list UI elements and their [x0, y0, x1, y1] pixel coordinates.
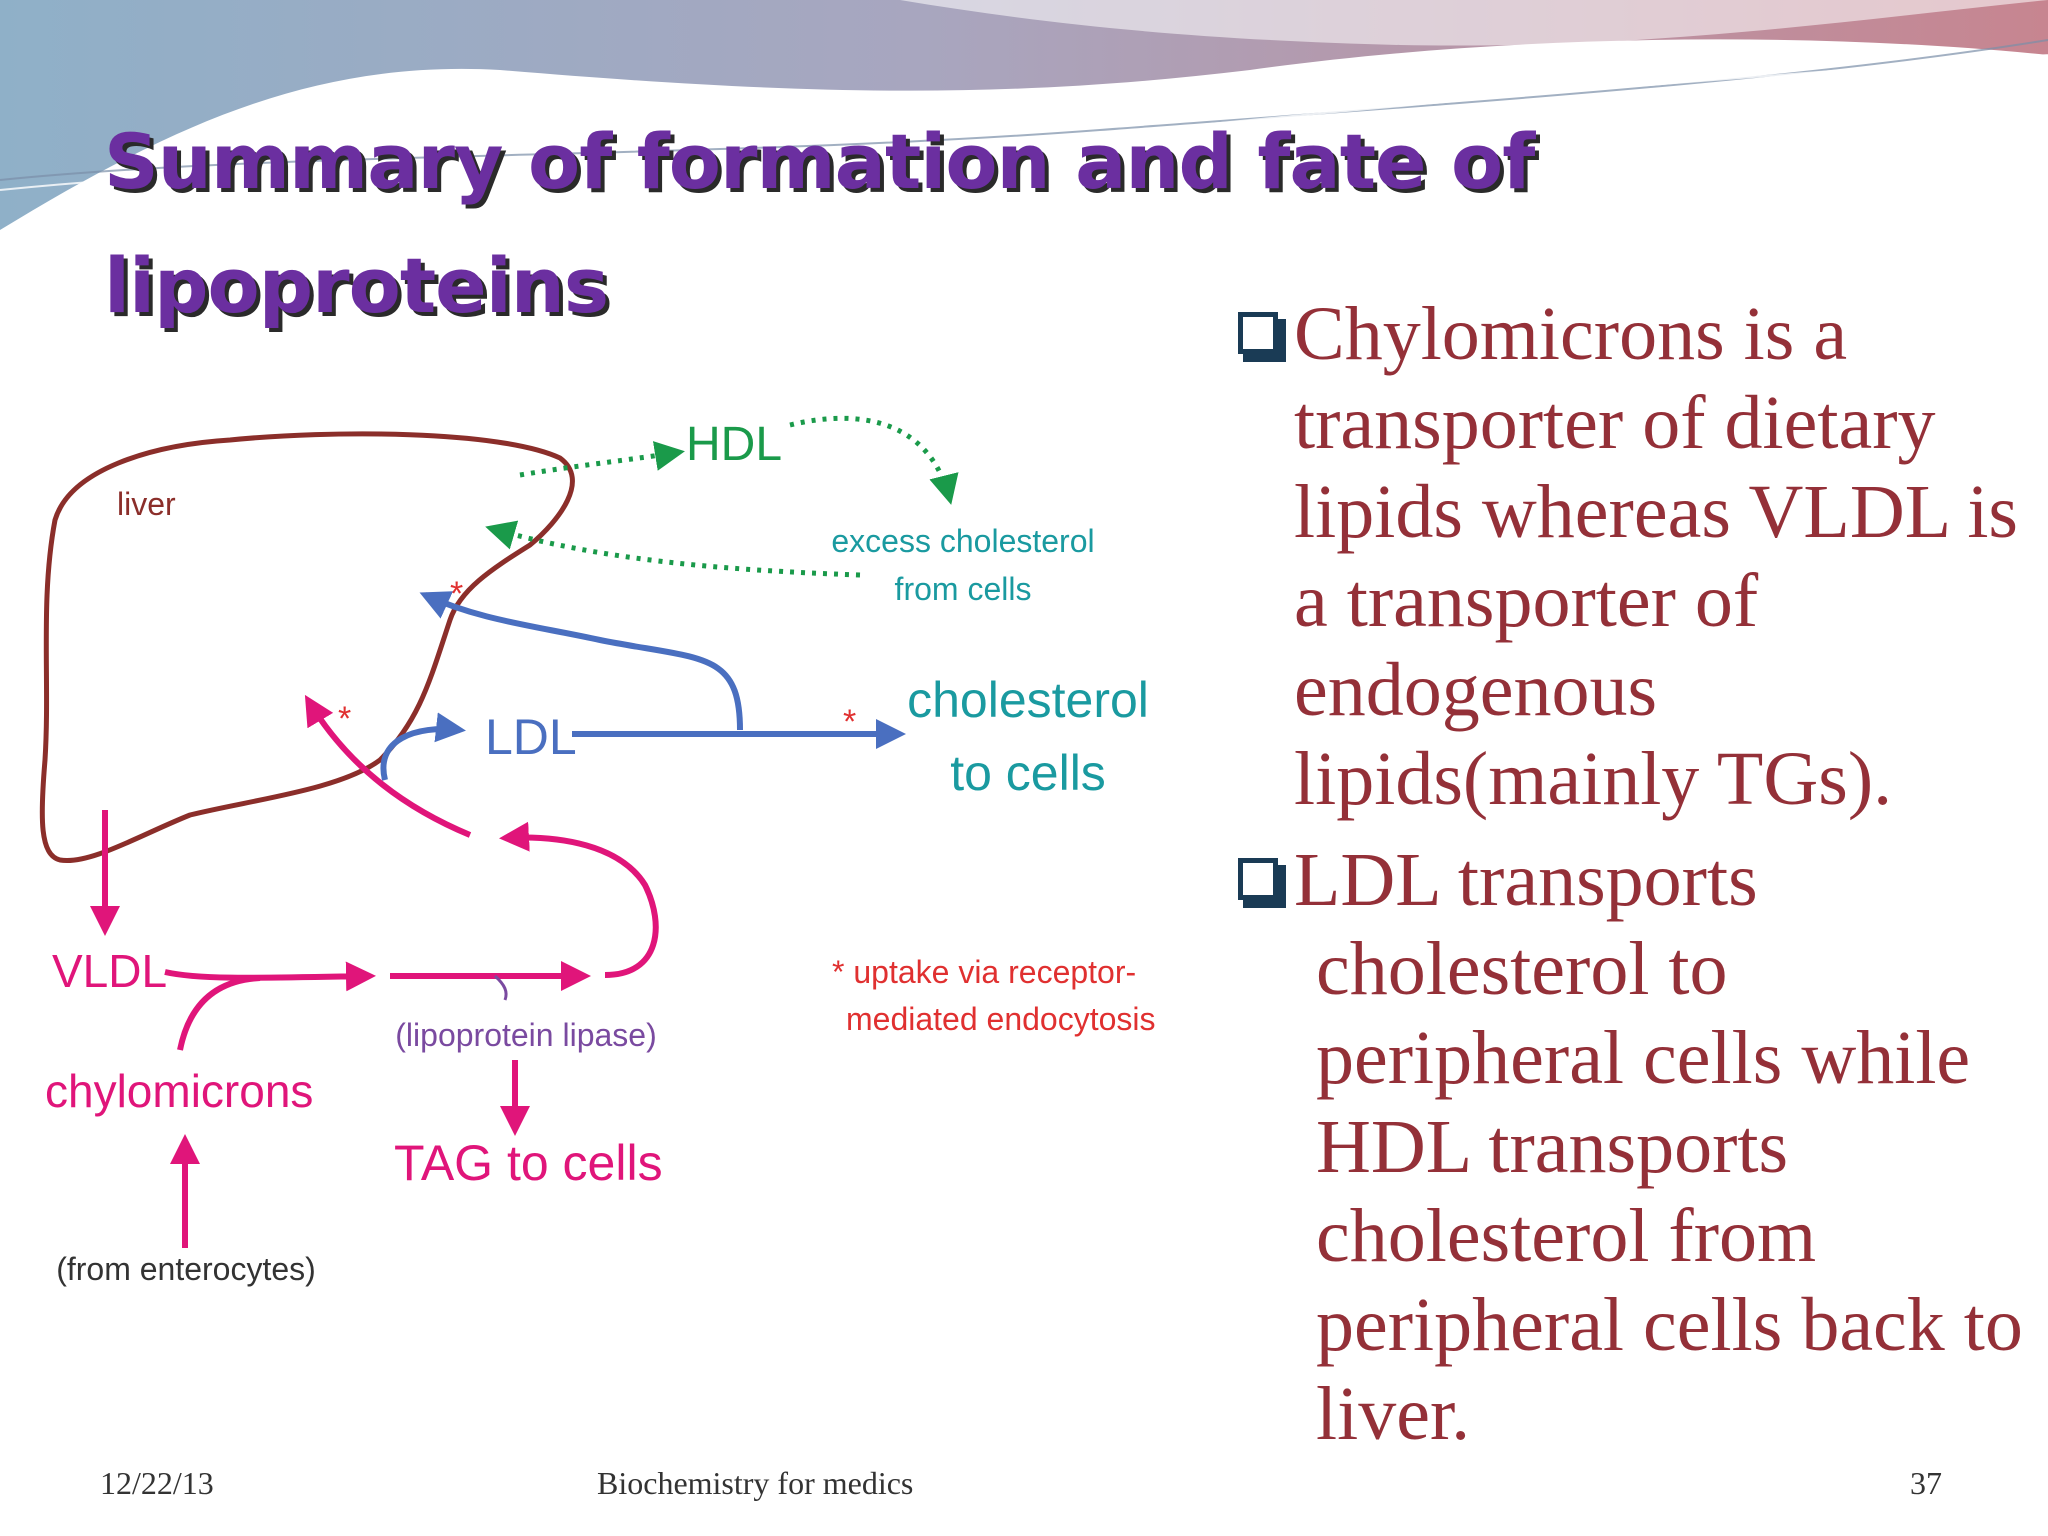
footer-page-number: 37: [1910, 1465, 1942, 1501]
excess-to-liver-arrow: [485, 520, 861, 578]
bullet-item-chylomicrons: Chylomicrons is a transporter of dietary…: [1230, 290, 2030, 824]
from-enterocytes-label: (from enterocytes): [56, 1251, 316, 1287]
checkbox-bullet-icon: [1238, 858, 1286, 908]
bullet-text: LDL transports cholesterol to peripheral…: [1294, 838, 2023, 1456]
hdl-out-arrow: [519, 441, 685, 478]
uptake-note-line-2: mediated endocytosis: [846, 1001, 1156, 1037]
ldl-to-liver-arrow: [419, 591, 743, 731]
tag-to-cells-label: TAG to cells: [394, 1135, 663, 1191]
chylomicrons-merge-line: [177, 975, 261, 1051]
slide-title: Summary of formation and fate of lipopro…: [104, 117, 1535, 330]
asterisk-cells: *: [843, 703, 856, 741]
asterisk-liver-ldl: *: [450, 575, 463, 613]
header-banner: [0, 0, 2048, 230]
cholesterol-cells-label-1: cholesterol: [907, 672, 1149, 728]
remnant-to-liver-arrow: [304, 694, 472, 838]
lipoprotein-diagram: liver HDL excess cholesterol from cells …: [39, 415, 1156, 1287]
ldl-label: LDL: [485, 709, 577, 765]
bullet-list: Chylomicrons is a transporter of dietary…: [1230, 290, 2030, 1471]
to-ldl-arrow: [380, 712, 466, 781]
footer-date: 12/22/13: [100, 1465, 214, 1501]
asterisk-liver-remnant: *: [338, 700, 351, 738]
footer-course: Biochemistry for medics: [597, 1465, 914, 1501]
uptake-note-line-1: * uptake via receptor-: [832, 954, 1136, 990]
hdl-to-excess-arrow: [789, 415, 959, 505]
remnant-return-arrow: [499, 821, 659, 978]
liver-outline: [39, 431, 575, 864]
hdl-label: HDL: [686, 418, 782, 471]
chylomicrons-label: chylomicrons: [45, 1065, 313, 1117]
bullet-text: Chylomicrons is a transporter of dietary…: [1294, 292, 2019, 821]
cholesterol-cells-label-2: to cells: [950, 745, 1106, 801]
checkbox-bullet-icon: [1238, 312, 1286, 362]
vldl-to-lipase-arrow: [164, 961, 376, 992]
bullet-item-ldl-hdl: LDL transports cholesterol to peripheral…: [1230, 836, 2030, 1459]
excess-cholesterol-label-2: from cells: [895, 571, 1032, 607]
lipoprotein-lipase-label: (lipoprotein lipase): [395, 1017, 656, 1053]
liver-label: liver: [117, 486, 176, 522]
excess-cholesterol-label-1: excess cholesterol: [831, 523, 1094, 559]
vldl-label: VLDL: [52, 945, 167, 997]
lipase-tick: [493, 974, 508, 1001]
